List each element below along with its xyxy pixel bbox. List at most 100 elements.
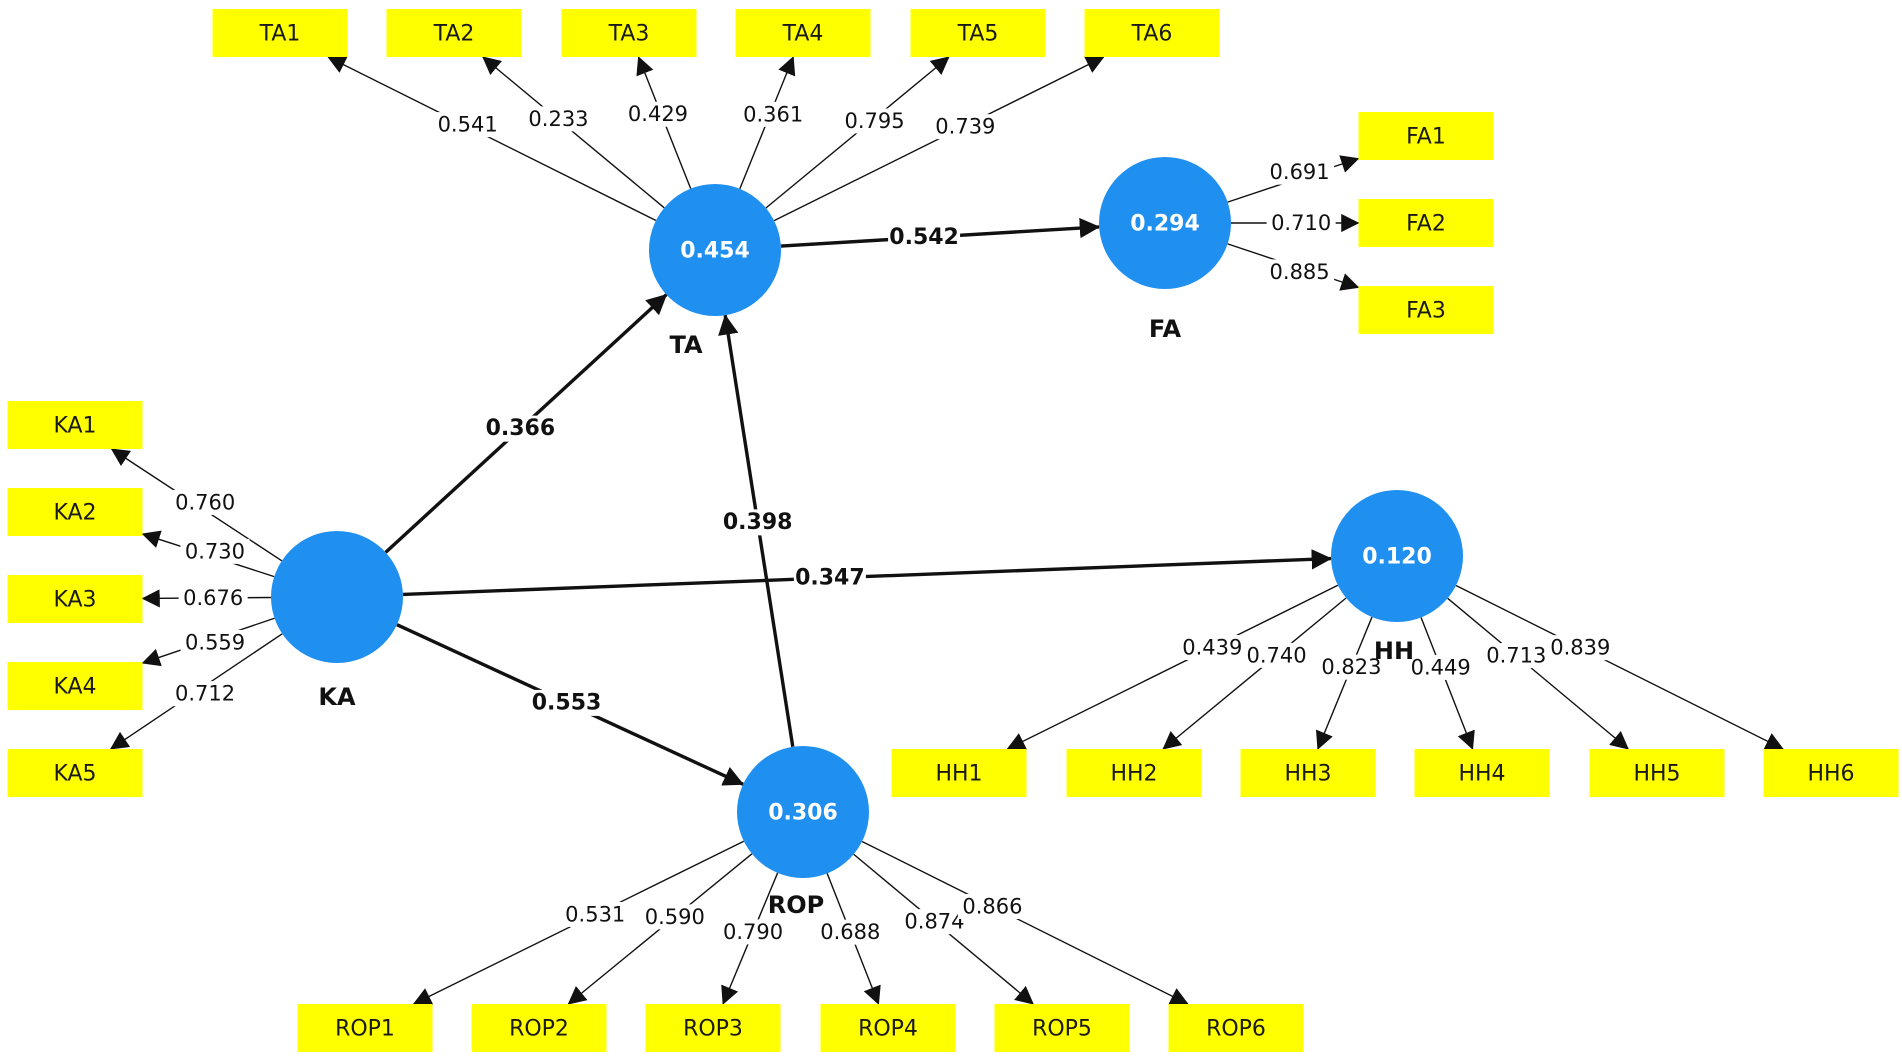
indicator-label: TA6 [1131, 22, 1173, 47]
loading-value-fa1-bg [1265, 159, 1335, 185]
loading-value-fa2-text: 0.710 [1271, 211, 1331, 235]
loading-value-rop3: 0.790 [718, 919, 788, 945]
indicator-hh6: HH6 [1763, 749, 1899, 797]
indicator-ka4: KA4 [7, 662, 143, 710]
indicator-label: KA3 [53, 588, 96, 613]
indicator-box [7, 488, 143, 536]
indicator-box [735, 9, 871, 57]
loading-value-ka4: 0.559 [180, 629, 250, 655]
path-coefficient-ta-fa: 0.542 [888, 224, 961, 251]
loading-edge-hh2 [1162, 597, 1347, 750]
indicator-rop1: ROP1 [297, 1004, 433, 1052]
construct-circle [737, 746, 869, 878]
indicator-rop2: ROP2 [471, 1004, 607, 1052]
loading-arrow-ta1 [327, 56, 657, 222]
loading-value-rop1-bg [560, 901, 630, 927]
loading-value-hh3-bg [1316, 654, 1386, 680]
loading-value-rop6-bg [957, 893, 1027, 919]
loading-arrow-hh4 [1420, 617, 1475, 750]
indicator-ta3: TA3 [561, 9, 697, 57]
loading-value-ta4: 0.361 [738, 101, 808, 127]
indicator-box [1358, 112, 1494, 160]
loading-value-rop6: 0.866 [957, 893, 1027, 919]
indicator-box [1358, 199, 1494, 247]
loading-value-ta5-text: 0.795 [844, 109, 904, 133]
indicator-hh3: HH3 [1240, 749, 1376, 797]
loading-edge-hh1 [1006, 584, 1339, 750]
loading-value-hh1-text: 0.439 [1182, 636, 1242, 660]
loading-value-ta2-text: 0.233 [528, 107, 588, 131]
loading-value-fa2: 0.710 [1266, 210, 1336, 236]
indicator-label: KA1 [53, 414, 96, 439]
loading-value-ka1-text: 0.760 [175, 490, 235, 514]
loading-value-hh6-text: 0.839 [1550, 636, 1610, 660]
indicator-label: HH4 [1458, 762, 1505, 787]
indicator-box [1066, 749, 1202, 797]
path-coefficient-ta-fa-bg [888, 224, 961, 251]
indicator-label: HH6 [1807, 762, 1854, 787]
indicator-box [386, 9, 522, 57]
indicator-box [910, 9, 1046, 57]
path-arrow-ka-hh [402, 549, 1333, 597]
loading-edge-ta2 [482, 56, 665, 209]
indicator-box [645, 1004, 781, 1052]
loading-edge-ta1 [327, 56, 657, 222]
loading-value-ta3-bg [623, 101, 693, 127]
loading-value-rop3-bg [718, 919, 788, 945]
loading-value-ka5: 0.712 [170, 681, 240, 707]
indicator-label: TA1 [259, 22, 301, 47]
loading-value-fa2-bg [1266, 210, 1336, 236]
loading-value-ta3: 0.429 [623, 101, 693, 127]
indicator-hh1: HH1 [891, 749, 1027, 797]
indicator-label: TA4 [782, 22, 824, 47]
construct-r2-value: 0.454 [680, 239, 750, 264]
loading-value-rop5-text: 0.874 [904, 910, 964, 934]
construct-r2-value: 0.306 [768, 801, 838, 826]
construct-r2-value: 0.294 [1130, 212, 1200, 237]
loading-value-ta4-text: 0.361 [743, 102, 803, 126]
loading-value-ta2-bg [523, 106, 593, 132]
path-coefficient-ka-rop-text: 0.553 [532, 690, 602, 715]
indicator-label: HH2 [1110, 762, 1157, 787]
loading-value-hh2-bg [1242, 642, 1312, 668]
loading-arrow-hh6 [1455, 584, 1784, 750]
path-coefficient-ka-hh-text: 0.347 [795, 565, 865, 590]
indicator-box [1589, 749, 1725, 797]
loading-arrow-hh2 [1162, 597, 1347, 750]
construct-name: KA [318, 683, 356, 711]
loading-value-ta3-text: 0.429 [628, 102, 688, 126]
loading-value-ta1: 0.541 [433, 112, 503, 138]
indicator-box [1358, 286, 1494, 334]
indicator-box [7, 401, 143, 449]
indicator-label: ROP4 [858, 1017, 918, 1042]
construct-name: TA [669, 331, 703, 359]
indicator-ta5: TA5 [910, 9, 1046, 57]
indicator-box [561, 9, 697, 57]
indicator-box [212, 9, 348, 57]
indicator-label: KA4 [53, 675, 96, 700]
construct-circle [271, 531, 403, 663]
loading-value-rop4-text: 0.688 [820, 920, 880, 944]
indicator-box [7, 575, 143, 623]
path-coefficient-rop-ta: 0.398 [721, 509, 794, 536]
indicator-box [1084, 9, 1220, 57]
loading-arrow-hh5 [1447, 597, 1629, 750]
indicator-label: TA3 [608, 22, 650, 47]
edges-layer [109, 56, 1784, 1005]
loading-arrow-hh3 [1315, 616, 1373, 750]
loading-value-hh6-bg [1545, 635, 1615, 661]
loading-value-rop4-bg [815, 919, 885, 945]
indicator-label: TA2 [433, 22, 475, 47]
indicator-rop5: ROP5 [994, 1004, 1130, 1052]
loading-value-ta1-bg [433, 112, 503, 138]
loading-edge-hh4 [1420, 617, 1475, 750]
loading-value-rop6-text: 0.866 [962, 894, 1022, 918]
loading-value-ka2: 0.730 [180, 538, 250, 564]
indicator-box [297, 1004, 433, 1052]
construct-r2-value: 0.120 [1362, 545, 1432, 570]
loading-value-fa1-text: 0.691 [1270, 160, 1330, 184]
indicator-label: HH1 [935, 762, 982, 787]
indicator-ka5: KA5 [7, 749, 143, 797]
path-coefficient-ka-ta: 0.366 [484, 415, 557, 442]
